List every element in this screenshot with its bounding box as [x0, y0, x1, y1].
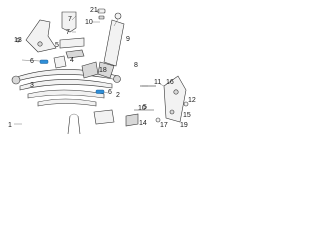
callout-5-top: 5 [55, 42, 59, 49]
shock-absorber [97, 12, 125, 79]
callout-5-bottom: 5 [143, 104, 147, 111]
callout-9: 9 [126, 36, 130, 43]
callout-18: 18 [99, 67, 107, 74]
callout-10-bottom: 10 [138, 105, 146, 112]
callout-7-top: 7 [68, 16, 72, 23]
suspension-exploded-diagram [11, 8, 189, 135]
callout-8: 8 [134, 62, 138, 69]
callout-3: 3 [30, 82, 34, 89]
callout-13: 13 [14, 37, 22, 44]
callout-1: 1 [8, 122, 12, 129]
rear-shackle [163, 75, 187, 123]
callout-7: 7 [66, 29, 70, 36]
spring-front-bracket [25, 19, 57, 53]
callout-15: 15 [183, 112, 191, 119]
top-nut-hardware [97, 8, 106, 20]
callout-16: 16 [166, 79, 174, 86]
leader-lines [14, 10, 165, 125]
callout-17: 17 [160, 122, 168, 129]
callout-4: 4 [70, 57, 74, 64]
lower-spring-plate [93, 109, 139, 127]
left-bolt [15, 37, 21, 43]
callout-2: 2 [116, 92, 120, 99]
callout-14: 14 [139, 120, 147, 127]
callout-6-left: 6 [30, 58, 34, 65]
spring-pad [53, 55, 99, 79]
callout-6-right: 6 [108, 89, 112, 96]
callout-21: 21 [90, 7, 98, 14]
callout-19: 19 [180, 122, 188, 129]
callout-11: 11 [154, 79, 162, 86]
highlighted-spacers [39, 59, 105, 94]
callout-10-top: 10 [85, 19, 93, 26]
upper-mount-bracket [59, 11, 85, 59]
u-bolt [67, 113, 81, 135]
callout-12-right: 12 [188, 97, 196, 104]
